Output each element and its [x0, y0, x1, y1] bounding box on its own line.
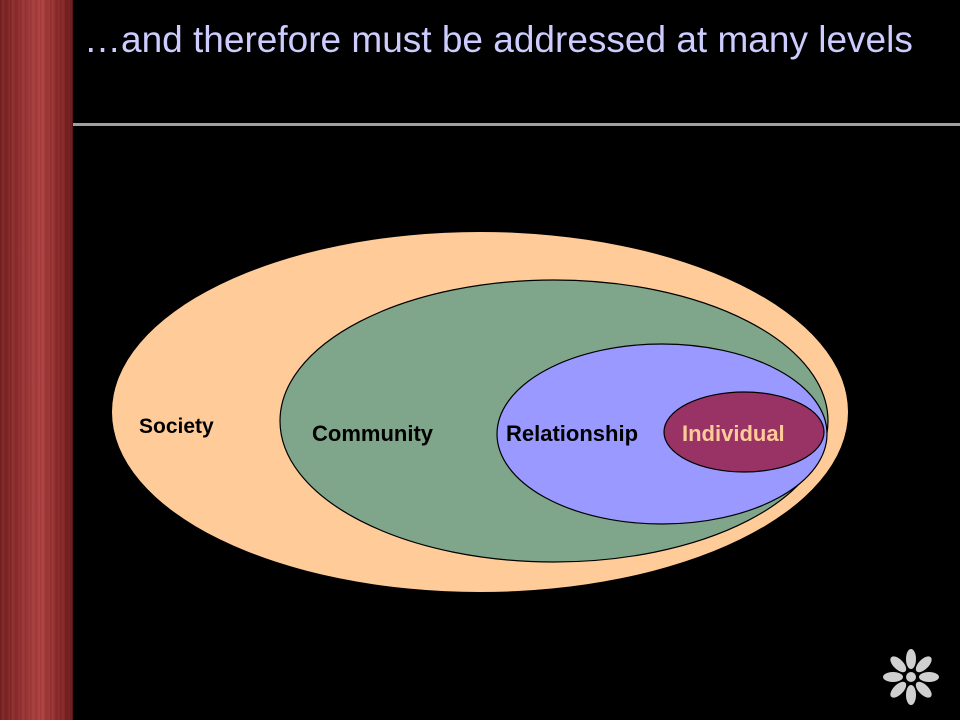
individual-label: Individual — [682, 421, 785, 446]
title-divider — [73, 123, 960, 126]
flower-logo-icon — [883, 649, 939, 705]
individual-ellipse — [663, 391, 825, 473]
relationship-ellipse — [496, 343, 828, 525]
relationship-label: Relationship — [506, 421, 638, 446]
decorative-left-bar — [0, 0, 73, 720]
slide-title: …and therefore must be addressed at many… — [84, 19, 913, 60]
society-label: Society — [139, 415, 214, 438]
community-label: Community — [312, 421, 434, 446]
